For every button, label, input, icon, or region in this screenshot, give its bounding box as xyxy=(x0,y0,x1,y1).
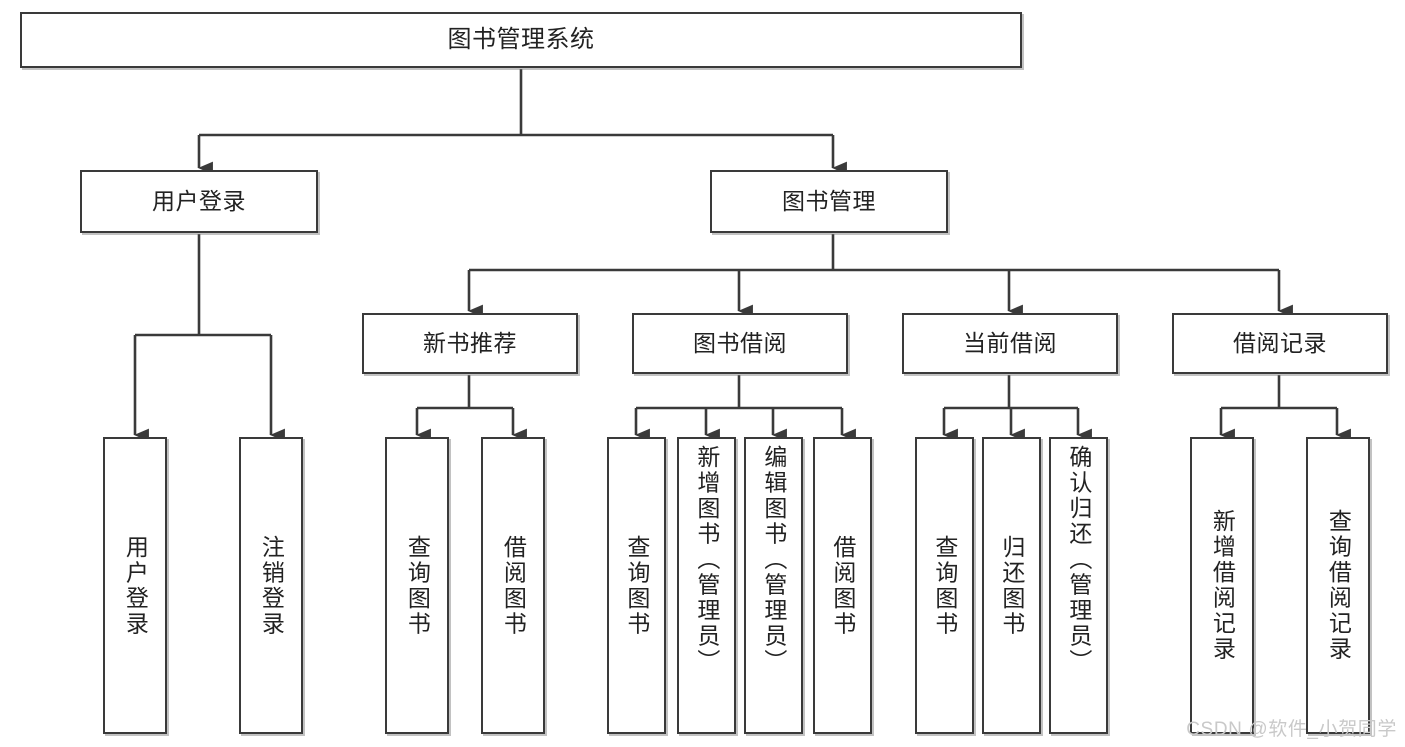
node-book-borrow[interactable]: 图书借阅 xyxy=(632,313,848,374)
leaf-add-book[interactable]: 新增图书（管理员） xyxy=(677,437,736,734)
leaf-query-book-borrow-label: 查询图书 xyxy=(623,534,650,637)
leaf-query-book-current[interactable]: 查询图书 xyxy=(915,437,974,734)
leaf-user-login[interactable]: 用户登录 xyxy=(103,437,167,734)
leaf-borrow-book-recommend-label: 借阅图书 xyxy=(500,534,527,637)
leaf-borrow-book-label: 借阅图书 xyxy=(829,534,856,637)
leaf-query-borrow-record-label: 查询借阅记录 xyxy=(1325,509,1352,662)
leaf-add-borrow-record-label: 新增借阅记录 xyxy=(1209,509,1236,662)
node-borrow-record-label: 借阅记录 xyxy=(1233,329,1327,356)
leaf-borrow-book[interactable]: 借阅图书 xyxy=(813,437,872,734)
csdn-watermark: CSDN @软件_小贺同学 xyxy=(1186,719,1397,740)
leaf-query-book-recommend-label: 查询图书 xyxy=(404,534,431,637)
node-current-borrow[interactable]: 当前借阅 xyxy=(902,313,1118,374)
leaf-user-login-label: 用户登录 xyxy=(122,534,149,637)
leaf-add-borrow-record[interactable]: 新增借阅记录 xyxy=(1190,437,1254,734)
leaf-user-logout-label: 注销登录 xyxy=(258,534,285,637)
leaf-edit-book[interactable]: 编辑图书（管理员） xyxy=(744,437,803,734)
node-new-book-recommend-label: 新书推荐 xyxy=(423,329,517,356)
leaf-confirm-return-label: 确认归还（管理员） xyxy=(1065,445,1092,675)
leaf-add-book-label: 新增图书（管理员） xyxy=(693,445,720,675)
leaf-edit-book-label: 编辑图书（管理员） xyxy=(760,445,787,675)
node-book-manage-label: 图书管理 xyxy=(782,187,876,214)
leaf-query-book-borrow[interactable]: 查询图书 xyxy=(607,437,666,734)
leaf-user-logout[interactable]: 注销登录 xyxy=(239,437,303,734)
node-current-borrow-label: 当前借阅 xyxy=(963,329,1057,356)
leaf-query-book-current-label: 查询图书 xyxy=(931,534,958,637)
leaf-query-borrow-record[interactable]: 查询借阅记录 xyxy=(1306,437,1370,734)
leaf-borrow-book-recommend[interactable]: 借阅图书 xyxy=(481,437,545,734)
node-root[interactable]: 图书管理系统 xyxy=(20,12,1022,68)
node-user-login-label: 用户登录 xyxy=(152,187,246,214)
node-borrow-record[interactable]: 借阅记录 xyxy=(1172,313,1388,374)
leaf-return-book-label: 归还图书 xyxy=(998,534,1025,637)
node-user-login[interactable]: 用户登录 xyxy=(80,170,318,233)
node-new-book-recommend[interactable]: 新书推荐 xyxy=(362,313,578,374)
leaf-query-book-recommend[interactable]: 查询图书 xyxy=(385,437,449,734)
node-book-borrow-label: 图书借阅 xyxy=(693,329,787,356)
node-book-manage[interactable]: 图书管理 xyxy=(710,170,948,233)
leaf-confirm-return[interactable]: 确认归还（管理员） xyxy=(1049,437,1108,734)
leaf-return-book[interactable]: 归还图书 xyxy=(982,437,1041,734)
node-root-label: 图书管理系统 xyxy=(447,25,595,53)
